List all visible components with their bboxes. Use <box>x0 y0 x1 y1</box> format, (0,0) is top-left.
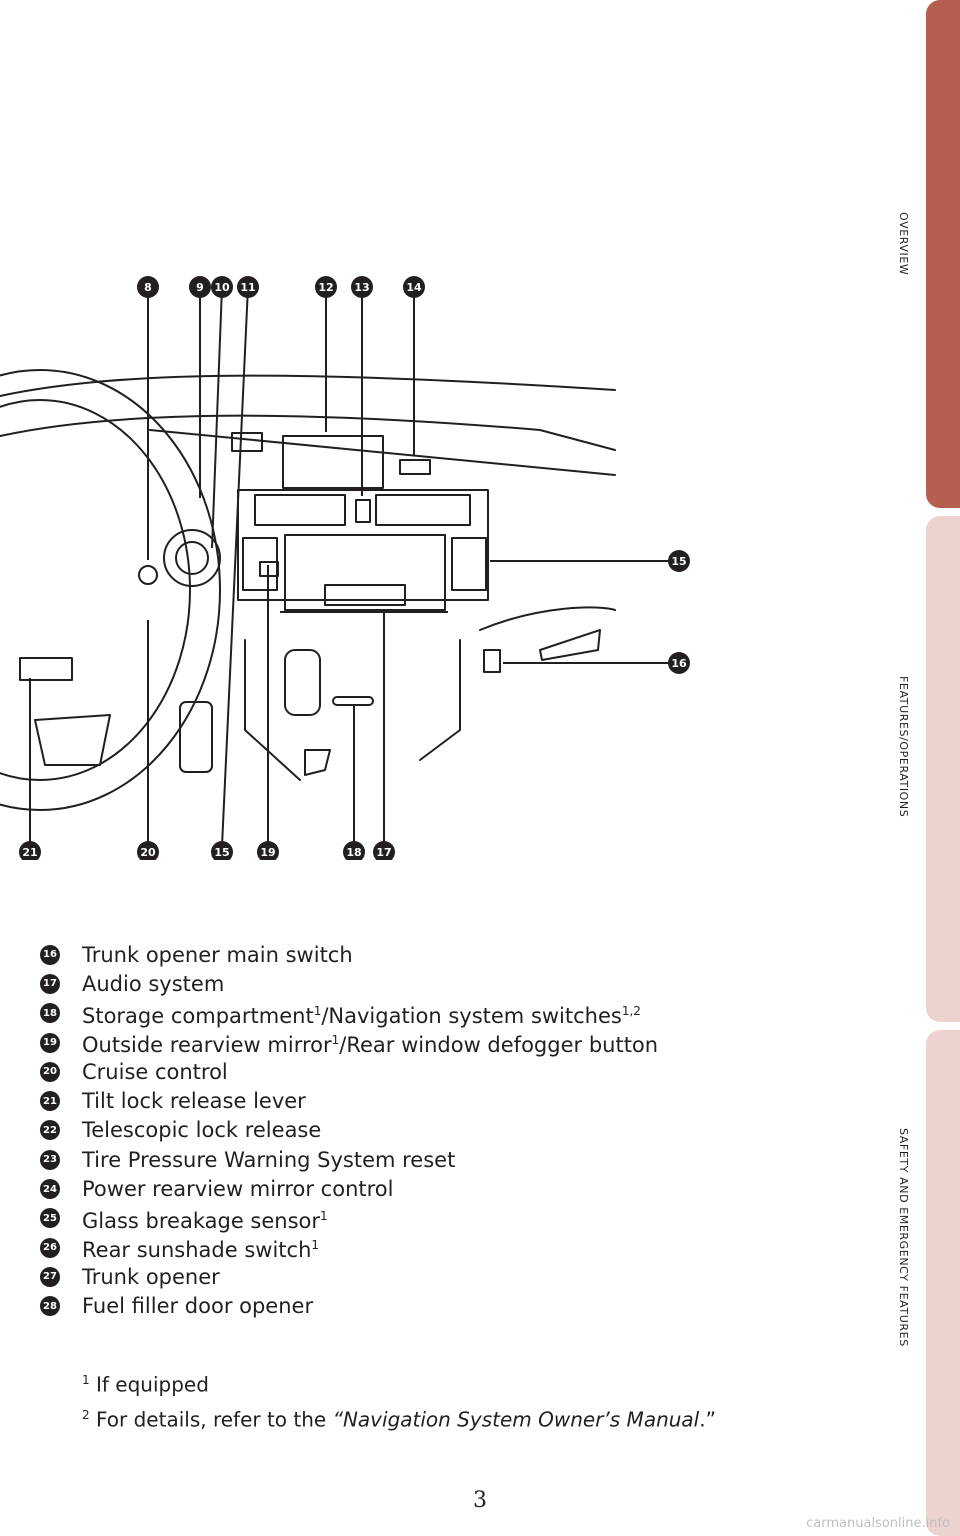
number-badge: 16 <box>40 945 60 965</box>
list-item: 23 Tire Pressure Warning System reset <box>40 1145 880 1174</box>
list-item: 28 Fuel filler door opener <box>40 1292 880 1321</box>
footnote-ref: 1 <box>311 1238 319 1252</box>
footnote-ref: 1 <box>320 1209 328 1223</box>
legend-list: 16 Trunk opener main switch 17 Audio syste… <box>40 940 880 1321</box>
callout-top: 8 <box>144 281 152 294</box>
footnote-2: 2 For details, refer to the “Navigation … <box>82 1400 716 1435</box>
tab-features-operations[interactable] <box>926 516 960 1022</box>
item-label: Fuel filler door opener <box>82 1294 313 1318</box>
item-label-cont: /Rear window defogger button <box>339 1033 658 1057</box>
item-label: Cruise control <box>82 1060 228 1084</box>
callout-top: 14 <box>406 281 422 294</box>
number-badge: 18 <box>40 1003 60 1023</box>
item-label: Trunk opener main switch <box>82 943 353 967</box>
number-badge: 17 <box>40 974 60 994</box>
watermark: carmanualsonline.info <box>806 1516 950 1531</box>
number-badge: 27 <box>40 1267 60 1287</box>
item-label: Tilt lock release lever <box>82 1089 306 1113</box>
list-item: 16 Trunk opener main switch <box>40 940 880 969</box>
number-badge: 25 <box>40 1208 60 1228</box>
list-item: 26 Rear sunshade switch1 <box>40 1233 880 1262</box>
callout-top: 12 <box>318 281 333 294</box>
page-number: 3 <box>0 1488 960 1513</box>
callout-bottom: 18 <box>346 846 361 859</box>
number-badge: 22 <box>40 1120 60 1140</box>
list-item: 25 Glass breakage sensor1 <box>40 1204 880 1233</box>
callout-bottom: 20 <box>140 846 156 859</box>
list-item: 21 Tilt lock release lever <box>40 1086 880 1115</box>
number-badge: 26 <box>40 1238 60 1258</box>
item-label: Rear sunshade switch <box>82 1238 311 1262</box>
list-item: 17 Audio system <box>40 969 880 998</box>
item-label: Telescopic lock release <box>82 1118 321 1142</box>
callout-bottom: 21 <box>22 846 37 859</box>
callout-bottom: 17 <box>376 846 391 859</box>
callout-top: 9 <box>196 281 204 294</box>
list-item: 27 Trunk opener <box>40 1262 880 1291</box>
item-label: Trunk opener <box>82 1265 220 1289</box>
callout-top: 13 <box>354 281 369 294</box>
number-badge: 21 <box>40 1091 60 1111</box>
callout-top: 10 <box>214 281 230 294</box>
footnote-ref: 1,2 <box>622 1004 641 1018</box>
item-label: Tire Pressure Warning System reset <box>82 1148 455 1172</box>
number-badge: 28 <box>40 1296 60 1316</box>
item-label: Power rearview mirror control <box>82 1177 393 1201</box>
item-label: Outside rearview mirror <box>82 1033 332 1057</box>
list-item: 24 Power rearview mirror control <box>40 1174 880 1203</box>
footnote-1: 1 If equipped <box>82 1365 716 1400</box>
number-badge: 19 <box>40 1033 60 1053</box>
callout-right: 15 <box>671 555 686 568</box>
callout-bottom: 15 <box>214 846 229 859</box>
list-item: 20 Cruise control <box>40 1057 880 1086</box>
dashboard-illustration: 8 9 10 11 12 13 14 15 16 21 20 15 19 18 … <box>0 260 720 860</box>
number-badge: 20 <box>40 1062 60 1082</box>
item-label: Glass breakage sensor <box>82 1209 320 1233</box>
item-label: Storage compartment <box>82 1004 314 1028</box>
number-badge: 23 <box>40 1150 60 1170</box>
number-badge: 24 <box>40 1179 60 1199</box>
item-label: Audio system <box>82 972 224 996</box>
footnotes: 1 If equipped 2 For details, refer to th… <box>82 1365 716 1434</box>
callout-top: 11 <box>240 281 255 294</box>
item-label-cont: /Navigation system switches <box>321 1004 622 1028</box>
callout-bottom: 19 <box>260 846 275 859</box>
tab-safety-emergency[interactable] <box>926 1030 960 1536</box>
list-item: 22 Telescopic lock release <box>40 1116 880 1145</box>
callout-right: 16 <box>671 657 687 670</box>
tab-overview[interactable] <box>926 0 960 508</box>
